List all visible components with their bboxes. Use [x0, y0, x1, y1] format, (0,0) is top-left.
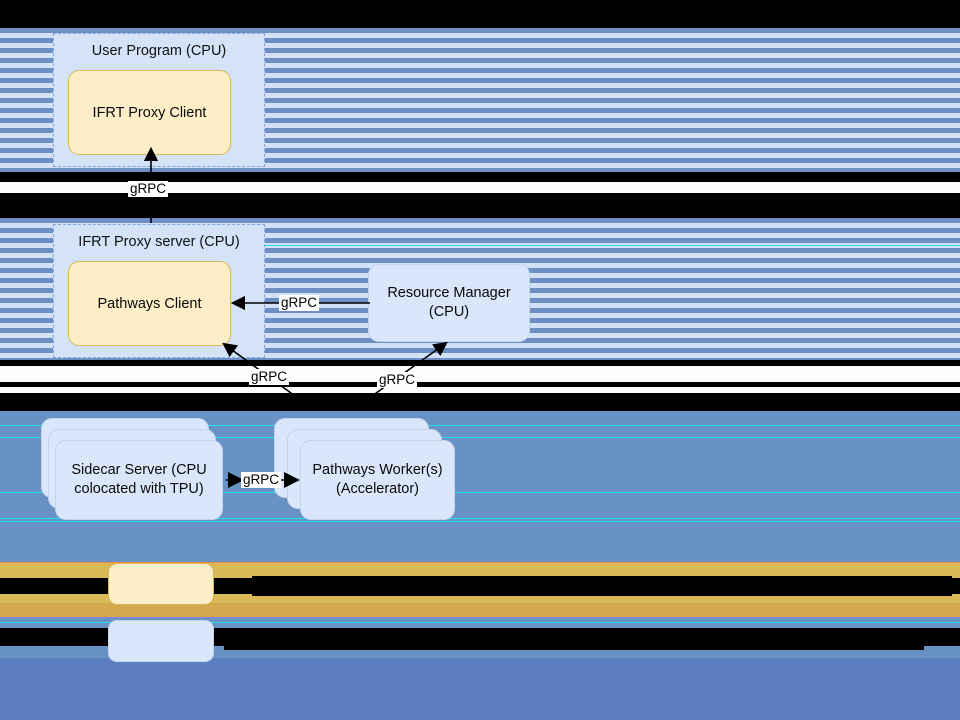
- artifact-band-black: [0, 393, 960, 411]
- artifact-band-gold: [0, 594, 960, 603]
- node-sidecar-server[interactable]: Sidecar Server (CPU colocated with TPU): [55, 440, 223, 520]
- edge-client-to-proxy-label: gRPC: [128, 181, 169, 197]
- artifact-hairline-cyan: [0, 518, 960, 519]
- artifact-band-black: [0, 193, 960, 218]
- artifact-band-stripes: [0, 28, 53, 172]
- artifact-band-white: [0, 182, 960, 193]
- artifact-band-stripes: [0, 218, 53, 360]
- node-sidecar-server-label-line1: Sidecar Server (CPU: [71, 462, 207, 478]
- artifact-hairline-cyan: [0, 437, 960, 438]
- node-pathways-workers[interactable]: Pathways Worker(s) (Accelerator): [300, 440, 455, 520]
- edge-sidecar-to-pathways-client-label: gRPC: [249, 369, 290, 385]
- artifact-hairline-cyan: [0, 492, 960, 493]
- artifact-hairline-cyan: [0, 622, 960, 623]
- artifact-band-gold: [0, 563, 960, 578]
- legend-swatch-yellow: [108, 563, 214, 605]
- artifact-band-black: [0, 382, 960, 387]
- artifact-band-white: [0, 387, 960, 393]
- artifact-hairline-cyan: [0, 245, 960, 246]
- artifact-band-blue: [0, 522, 960, 562]
- artifact-hairline-cyan: [0, 425, 960, 426]
- artifact-band-black: [0, 0, 960, 28]
- edge-sidecar-workers-label: gRPC: [241, 472, 282, 488]
- artifact-hairline-cyan: [0, 521, 960, 522]
- artifact-band-blue: [0, 658, 960, 720]
- node-ifrt-proxy-client[interactable]: IFRT Proxy Client: [68, 70, 231, 155]
- node-pathways-workers-label-line2: (Accelerator): [336, 481, 419, 497]
- node-pathways-workers-label-line1: Pathways Worker(s): [312, 462, 443, 478]
- legend-caption-blue: [224, 630, 924, 650]
- legend-caption-yellow: [252, 576, 952, 596]
- node-resource-manager-label-line1: Resource Manager: [387, 285, 511, 301]
- node-pathways-client[interactable]: Pathways Client: [68, 261, 231, 346]
- artifact-band-blue: [0, 618, 960, 628]
- node-sidecar-server-label-line2: colocated with TPU): [74, 481, 204, 497]
- node-ifrt-proxy-client-label: IFRT Proxy Client: [92, 104, 207, 121]
- edge-workers-to-rm-label: gRPC: [377, 372, 418, 388]
- artifact-band-black: [0, 172, 960, 182]
- artifact-band-black: [0, 360, 960, 366]
- artifact-band-gold: [0, 603, 960, 617]
- artifact-hairline-orange: [0, 562, 960, 563]
- group-user-program-title: User Program (CPU): [91, 43, 227, 59]
- edge-rm-to-pathways-client-label: gRPC: [279, 295, 320, 311]
- group-ifrt-proxy-server-title: IFRT Proxy server (CPU): [78, 234, 240, 250]
- node-pathways-client-label: Pathways Client: [97, 295, 202, 312]
- artifact-band-white: [0, 366, 960, 382]
- artifact-hairline-violet: [0, 617, 960, 618]
- node-resource-manager-label-line2: (CPU): [428, 304, 470, 320]
- node-resource-manager[interactable]: Resource Manager (CPU): [368, 264, 530, 342]
- legend-swatch-blue: [108, 620, 214, 662]
